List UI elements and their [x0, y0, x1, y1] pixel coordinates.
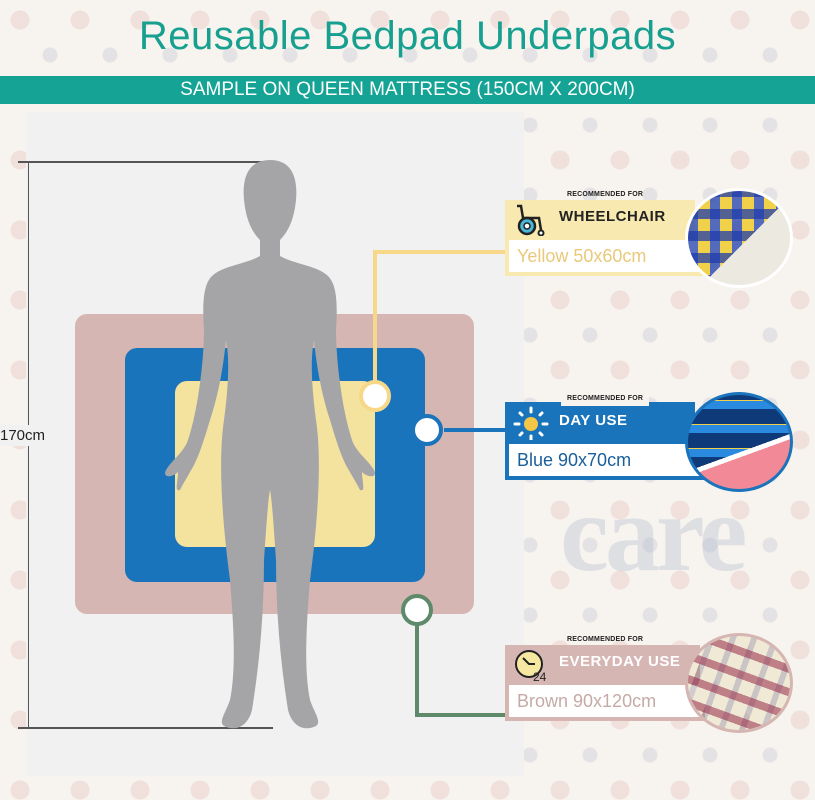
blue-marker-dot	[411, 414, 443, 446]
size-value: Brown 90x120cm	[505, 681, 705, 721]
recommended-label: RECOMMENDED FOR	[567, 636, 644, 643]
green-marker-dot	[401, 594, 433, 626]
clock-24-icon: 24	[515, 650, 547, 683]
product-card-day-use: RECOMMENDED FOR DAY USE Blue 90x70cm	[505, 392, 795, 492]
use-heading: EVERYDAY USE	[559, 653, 681, 670]
person-silhouette-icon	[165, 160, 375, 729]
size-value: Blue 90x70cm	[505, 440, 705, 480]
page-title: Reusable Bedpad Underpads	[138, 14, 677, 58]
product-card-everyday-use: RECOMMENDED FOR 24 EVERYDAY USE Brown 90…	[505, 633, 795, 733]
use-heading: WHEELCHAIR	[559, 208, 666, 225]
product-card-wheelchair: RECOMMENDED FOR WHEELCHAIR Yellow 50x60c…	[505, 188, 795, 288]
size-value: Yellow 50x60cm	[505, 236, 705, 276]
wheelchair-icon	[517, 204, 545, 237]
height-top-line	[18, 161, 273, 163]
subtitle-banner: SAMPLE ON QUEEN MATTRESS (150CM X 200CM)	[0, 76, 815, 104]
recommended-label: RECOMMENDED FOR	[561, 392, 650, 406]
care-watermark: care	[560, 472, 747, 594]
sun-icon	[513, 406, 549, 442]
use-heading: DAY USE	[559, 412, 628, 429]
fabric-sample-brown-plaid	[685, 633, 793, 733]
svg-text:24: 24	[533, 670, 547, 683]
height-label: 170cm	[0, 425, 46, 446]
fabric-sample-blue-plaid	[685, 392, 793, 492]
yellow-marker-dot	[359, 380, 391, 412]
height-bottom-line	[18, 727, 273, 729]
recommended-label: RECOMMENDED FOR	[567, 191, 644, 198]
fabric-sample-yellow-blue	[685, 188, 793, 288]
